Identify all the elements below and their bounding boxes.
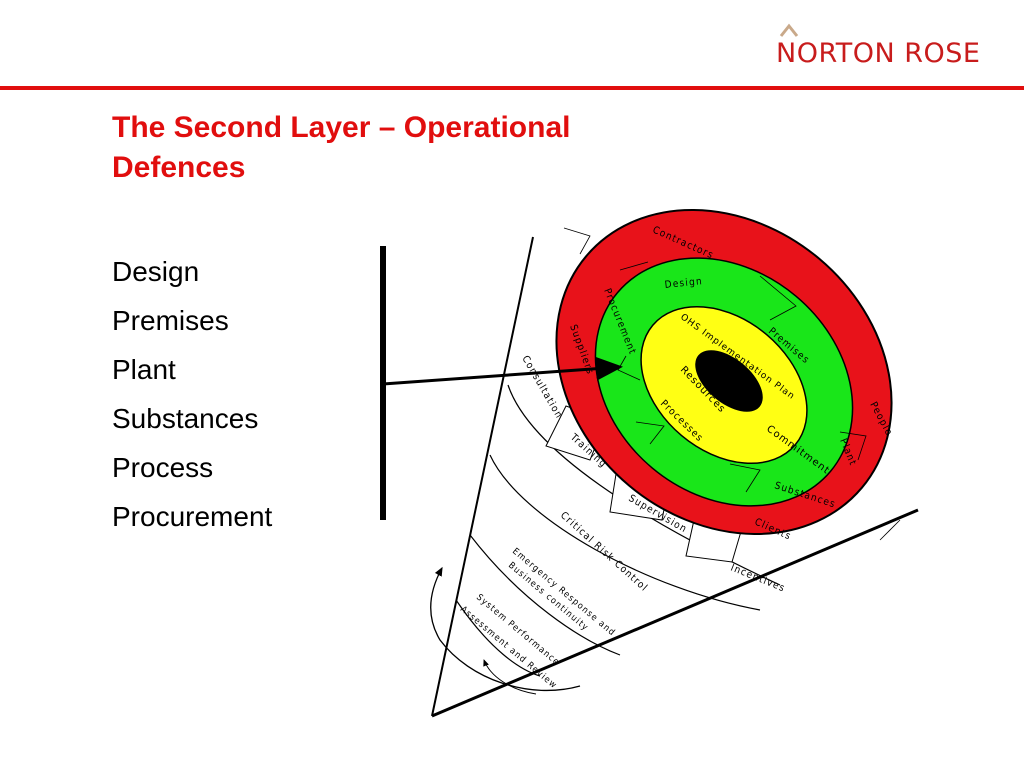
slide-title: The Second Layer – Operational Defences <box>112 108 712 188</box>
cone-left-edge <box>431 236 534 717</box>
list-item-plant: Plant <box>112 354 176 385</box>
slide-title-line-2: Defences <box>112 151 246 184</box>
pointer-arrow <box>382 356 623 386</box>
defences-list: Design Premises Plant Substances Process… <box>112 252 272 546</box>
list-item-process: Process <box>112 452 214 483</box>
logo-text: NORTON ROSE <box>776 38 981 69</box>
ring-core <box>695 350 763 412</box>
band-divider-4 <box>455 599 541 677</box>
label-design: Design <box>664 276 703 291</box>
header-divider <box>0 86 1024 90</box>
target-rings <box>555 209 893 535</box>
list-item-procurement: Procurement <box>112 501 273 532</box>
band-divider-2 <box>489 454 761 611</box>
feedback-inner-arrow <box>483 659 537 695</box>
feedback-loop-arrow <box>430 566 581 692</box>
cone-bottom-edge <box>431 508 919 718</box>
list-item-design: Design <box>112 256 200 287</box>
band-divider-3 <box>469 534 621 656</box>
ring-chevrons <box>563 227 901 541</box>
logo-chevron-icon <box>779 23 799 37</box>
list-item-substances: Substances <box>112 403 259 434</box>
list-item-premises: Premises <box>112 305 229 336</box>
slide-title-line-1: The Second Layer – Operational <box>112 111 571 144</box>
norton-rose-logo: NORTON ROSE <box>776 22 1006 72</box>
